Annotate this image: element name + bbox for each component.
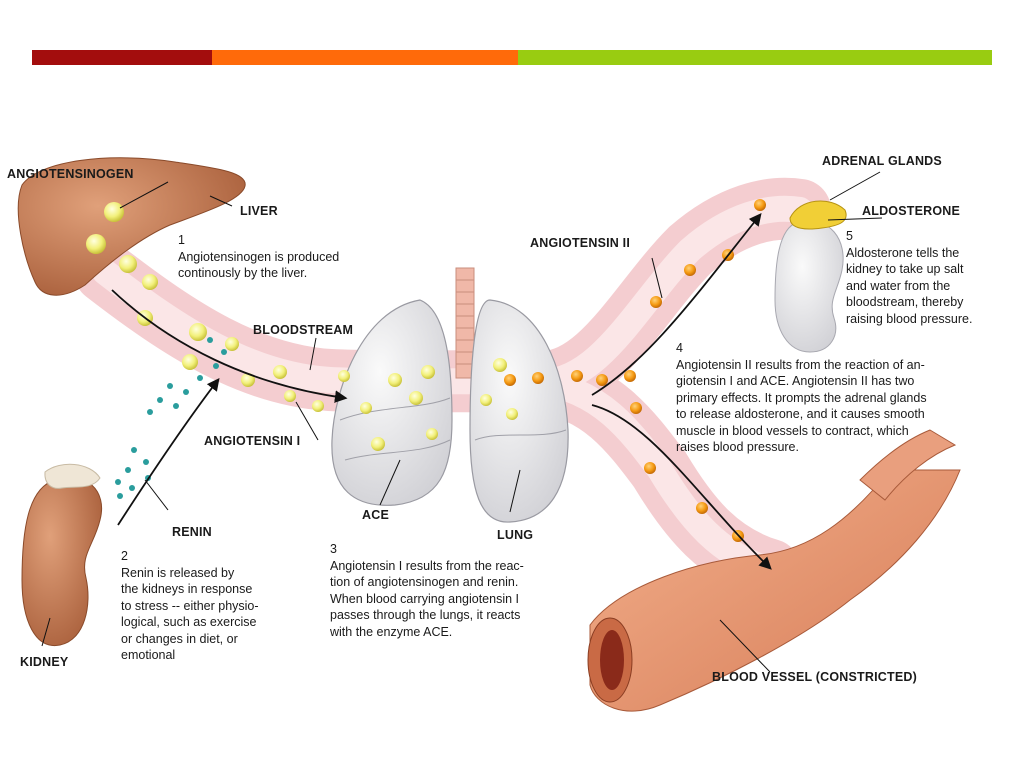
label-angiotensinogen: ANGIOTENSINOGEN bbox=[7, 167, 134, 181]
label-renin: RENIN bbox=[172, 525, 212, 539]
step-3-number: 3 bbox=[330, 542, 337, 556]
step-2: 2 Renin is released by the kidneys in re… bbox=[121, 548, 259, 664]
arrow-liver-to-lung bbox=[111, 289, 348, 403]
label-kidney: KIDNEY bbox=[20, 655, 69, 669]
label-angiotensin-ii: ANGIOTENSIN II bbox=[530, 236, 631, 250]
liver-organ bbox=[17, 157, 246, 296]
step-3: 3 Angiotensin I results from the reac- t… bbox=[330, 541, 524, 640]
top-bar-orange bbox=[212, 50, 518, 65]
step-1: 1 Angiotensinogen is produced continousl… bbox=[178, 232, 339, 282]
step-5-number: 5 bbox=[846, 229, 853, 243]
kidney-adrenal-cap bbox=[44, 463, 101, 489]
blood-vessel bbox=[587, 429, 961, 712]
label-angiotensin-i: ANGIOTENSIN I bbox=[204, 434, 301, 448]
adrenal-kidney-organ bbox=[774, 220, 844, 353]
angiotensin-ii-molecules bbox=[504, 199, 766, 542]
trachea bbox=[455, 267, 475, 379]
step-4-text: Angiotensin II results from the reaction… bbox=[676, 357, 927, 455]
label-adrenal-glands: ADRENAL GLANDS bbox=[822, 154, 942, 168]
right-lung bbox=[469, 299, 569, 523]
step-4: 4 Angiotensin II results from the reacti… bbox=[676, 340, 927, 456]
leader-lines bbox=[41, 171, 883, 673]
step-5: 5 Aldosterone tells the kidney to take u… bbox=[846, 228, 972, 327]
step-1-number: 1 bbox=[178, 233, 185, 247]
top-bar-lime bbox=[518, 50, 992, 65]
step-3-text: Angiotensin I results from the reac- tio… bbox=[330, 558, 524, 639]
label-aldosterone: ALDOSTERONE bbox=[862, 204, 961, 218]
label-bloodstream: BLOODSTREAM bbox=[253, 323, 354, 337]
step-2-number: 2 bbox=[121, 549, 128, 563]
step-2-text: Renin is released by the kidneys in resp… bbox=[121, 565, 259, 663]
label-liver: LIVER bbox=[240, 204, 278, 218]
step-5-text: Aldosterone tells the kidney to take up … bbox=[846, 245, 973, 326]
renin-molecules bbox=[115, 337, 227, 499]
adrenal-gland bbox=[789, 200, 847, 230]
label-blood-vessel: BLOOD VESSEL (CONSTRICTED) bbox=[712, 670, 917, 684]
arrow-to-vessel bbox=[591, 404, 772, 570]
arrow-kidney-renin bbox=[117, 378, 220, 526]
top-bar-dark-red bbox=[32, 50, 212, 65]
angiotensin-i-molecules bbox=[86, 202, 518, 451]
step-1-text: Angiotensinogen is produced continously … bbox=[178, 249, 340, 281]
kidney-organ bbox=[21, 476, 102, 646]
step-4-number: 4 bbox=[676, 341, 683, 355]
flow-arrows bbox=[111, 213, 772, 570]
arrow-to-adrenal bbox=[591, 213, 762, 396]
label-lung: LUNG bbox=[497, 528, 534, 542]
label-ace: ACE bbox=[362, 508, 389, 522]
